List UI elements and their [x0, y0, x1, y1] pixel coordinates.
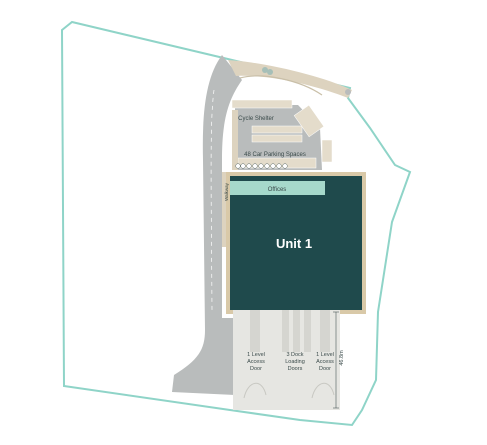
offices-label: Offices	[268, 187, 287, 193]
cycle-shelter-label: Cycle Shelter	[238, 116, 274, 122]
level-door-right-label-1: 1 Level	[316, 352, 334, 358]
entrance-path	[228, 60, 352, 98]
parking-bays	[231, 99, 333, 169]
dock-doors-label-1: 3 Dock	[286, 352, 303, 358]
unit-name-label: Unit 1	[276, 236, 312, 251]
dock-doors-label-3: Doors	[288, 366, 303, 372]
level-door-left-label-2: Access	[247, 359, 265, 365]
level-door-left-label-3: Door	[250, 366, 262, 372]
yard-bays	[250, 310, 330, 352]
dock-doors-label-2: Loading	[285, 359, 305, 365]
ev-charging-icons	[240, 163, 288, 169]
level-door-right-label-2: Access	[316, 359, 334, 365]
offices-block	[230, 181, 325, 195]
yard-depth-label: 46.8m	[339, 350, 345, 366]
access-road	[172, 55, 242, 395]
cycle-shelter	[240, 112, 276, 122]
accessible-parking-icons	[235, 163, 241, 169]
walkway-label: Walkway	[224, 182, 229, 201]
unit-1-building	[230, 176, 362, 310]
level-door-left-label-1: 1 Level	[247, 352, 265, 358]
level-door-right-label-3: Door	[319, 366, 331, 372]
car-parking-label: 48 Car Parking Spaces	[244, 152, 306, 158]
